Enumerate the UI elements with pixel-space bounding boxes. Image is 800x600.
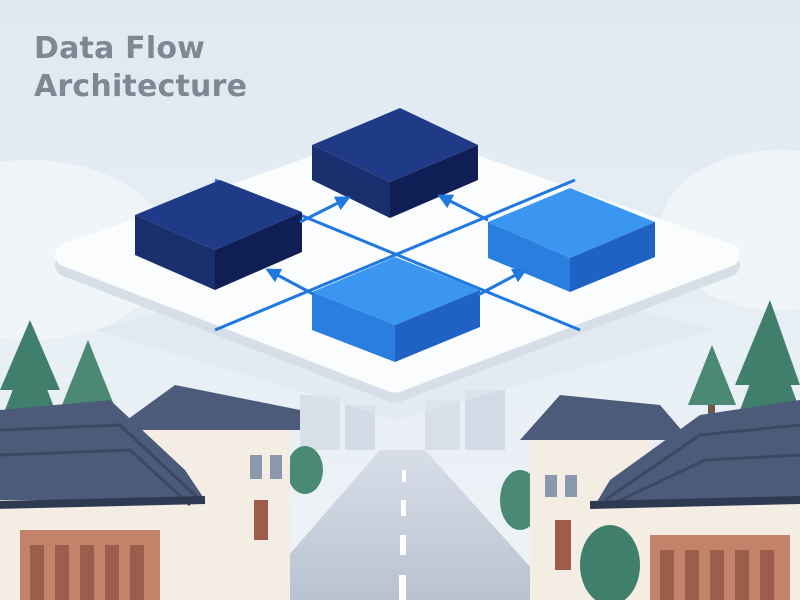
flow-arrows	[265, 194, 528, 297]
left-block	[135, 180, 302, 290]
flow-arrow-left-to-top	[299, 196, 351, 224]
right-block	[488, 188, 655, 292]
bottom-block	[312, 257, 480, 362]
tree-icon	[287, 446, 323, 494]
title-line-2: Architecture	[34, 69, 248, 104]
house-icon	[0, 400, 206, 600]
title-line-1: Data Flow	[34, 31, 206, 66]
house-icon	[580, 400, 800, 600]
flow-arrow-right-to-top	[437, 194, 489, 222]
flow-arrow-bottom-to-right	[477, 268, 528, 297]
road	[250, 450, 560, 600]
tree-icon	[688, 345, 736, 430]
diagram-title: Data Flow Architecture	[34, 30, 247, 106]
flow-arrow-bottom-to-left	[265, 268, 316, 297]
top-block	[312, 108, 478, 218]
